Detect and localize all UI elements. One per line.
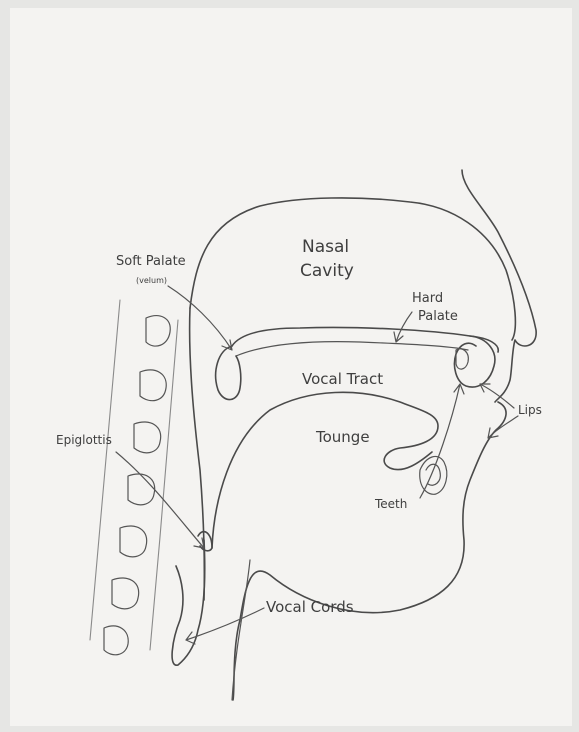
label-nasal-cavity-line1: Nasal [302,237,349,257]
label-hard-palate-line1: Hard [412,291,443,306]
label-nasal-cavity-line2: Cavity [300,261,354,281]
label-vocal-tract: Vocal Tract [302,370,383,388]
label-lips: Lips [518,403,542,417]
label-soft-palate: Soft Palate [116,254,186,269]
paper-sheet [10,8,572,726]
label-teeth: Teeth [374,497,407,511]
label-tounge: Tounge [315,428,370,446]
label-epiglottis: Epiglottis [56,433,112,447]
label-vocal-cords: Vocal Cords [266,598,354,616]
label-hard-palate-line2: Palate [418,309,458,324]
label-velum: (velum) [136,276,167,285]
